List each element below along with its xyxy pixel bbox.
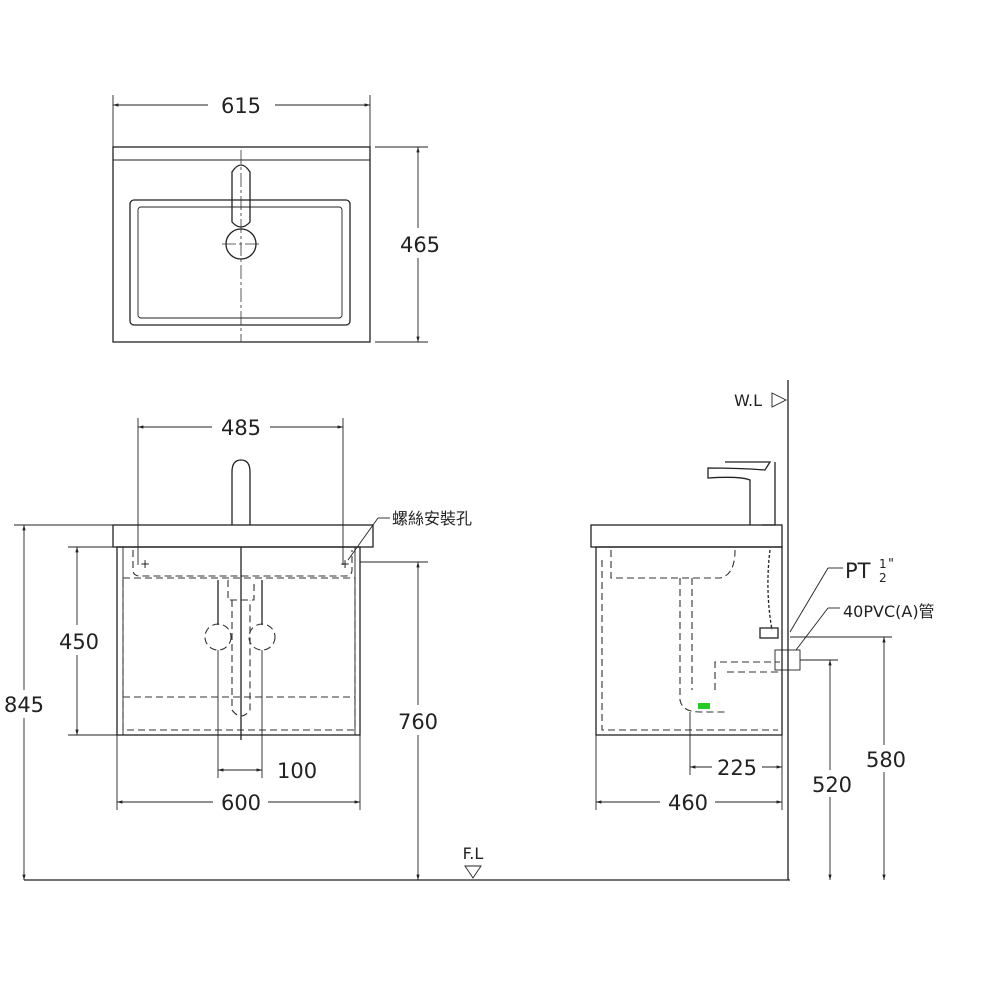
supply-thread-label: PT [845,559,871,583]
supply-valve-left-icon [204,623,232,651]
screw-hole-right-icon: + [340,557,350,571]
basin-outer [129,199,351,326]
dim-total-height: 845 [4,693,44,717]
dim-cabinet-height: 450 [59,630,99,654]
countertop-front [112,524,374,548]
dim-side-depth: 460 [668,791,708,815]
wall-line-label: W.L [734,391,762,410]
floor-marker-icon [464,865,482,879]
dim-top-depth: 465 [400,233,440,257]
front-view: + + 485 螺絲安裝孔 450 845 760 100 600 [4,416,472,880]
screw-hole-label: 螺絲安裝孔 [392,509,472,528]
drain-pipe-label: 40PVC(A)管 [843,602,935,621]
dim-drain-height: 520 [812,773,852,797]
countertop-outline [112,146,371,343]
dim-hole-spacing: 485 [221,416,261,440]
dim-supply-spacing: 100 [277,759,317,783]
faucet-side-icon [707,461,776,526]
floor-line-label: F.L [463,844,484,863]
thread-fraction-den: 2 [879,571,887,585]
supply-valve-right-icon [248,623,276,651]
basin-inner [137,206,343,319]
cabinet-side [595,546,783,736]
dim-hole-height: 760 [398,710,438,734]
dim-top-width: 615 [221,94,261,118]
thread-unit: " [888,557,894,572]
supply-hose [767,549,773,631]
top-view: 615 465 [112,94,440,343]
dim-drain-offset: 225 [717,756,757,780]
cabinet-front [116,546,361,736]
trap-marker [698,703,710,709]
side-view: W.L PT 1 2 " 40PVC(A)管 580 520 225 460 [590,380,935,880]
screw-hole-left-icon: + [140,557,150,571]
wall-marker-icon [771,392,788,408]
faucet-top-icon [231,164,251,228]
angle-valve-icon [759,627,779,639]
dim-cabinet-width: 600 [221,791,261,815]
dim-supply-height: 580 [866,748,906,772]
faucet-front-icon [231,459,251,525]
thread-fraction-num: 1 [879,557,887,571]
countertop-side [590,524,783,548]
